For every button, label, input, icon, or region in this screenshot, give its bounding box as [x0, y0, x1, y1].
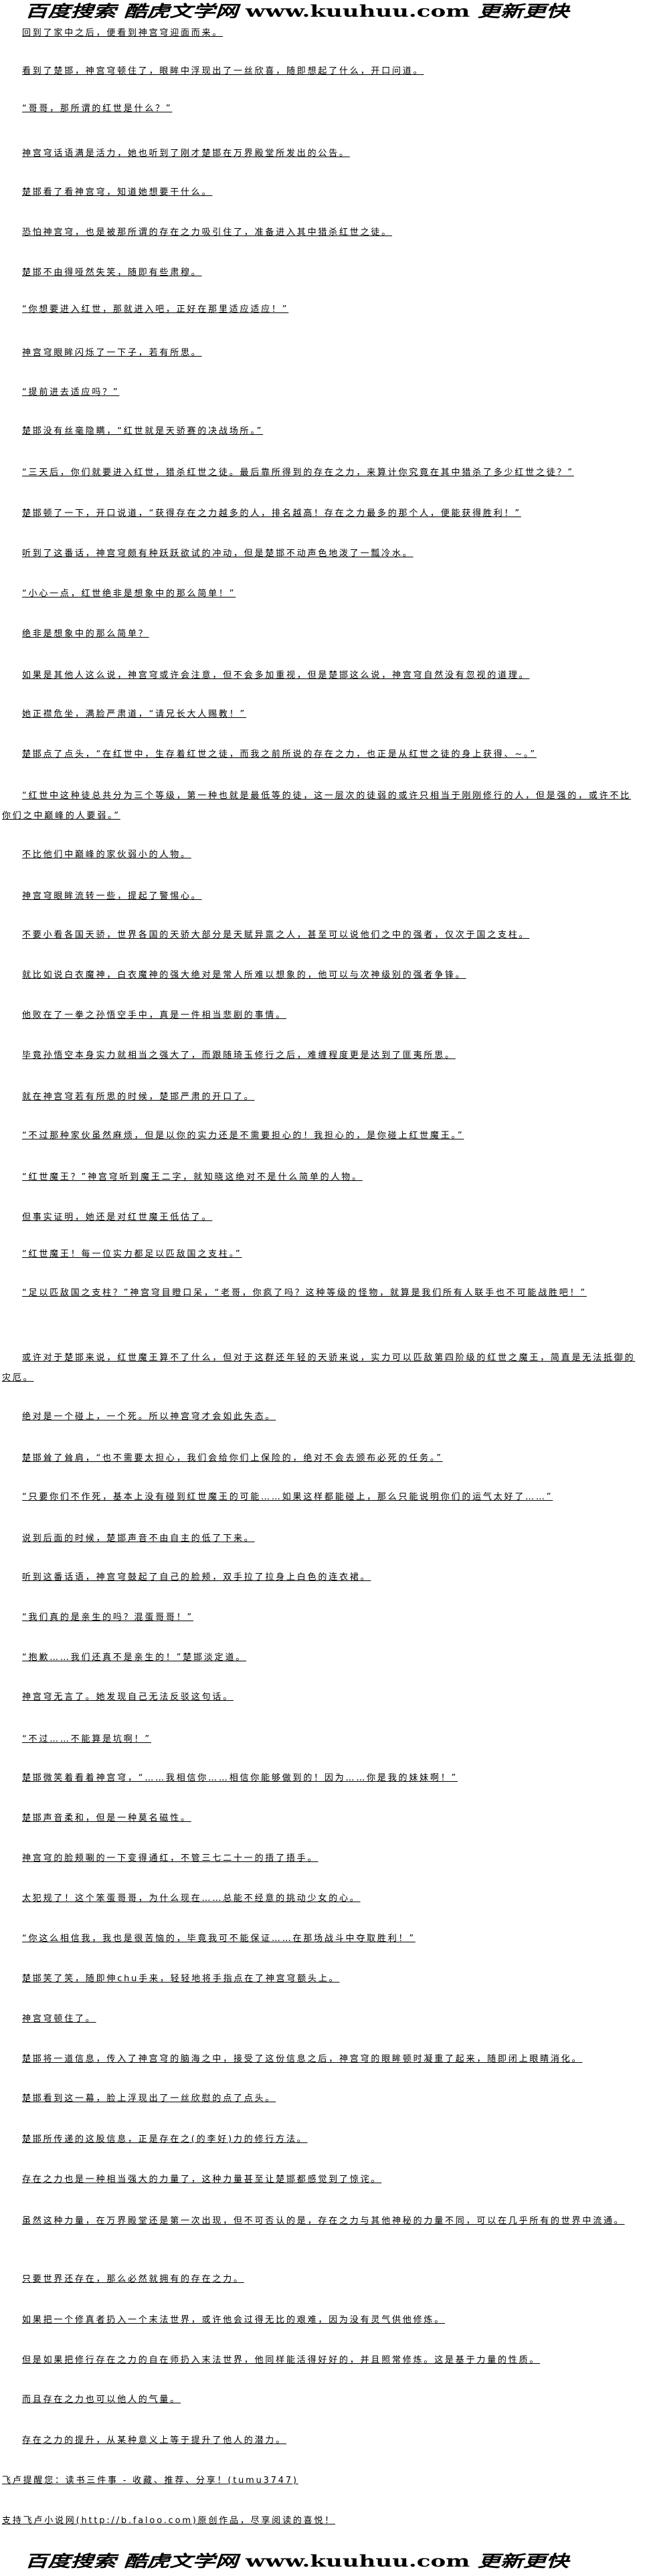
paragraph: “小心一点，红世绝非是想象中的那么简单！” — [22, 589, 236, 599]
banner-slogan: 更新更快 — [477, 1, 569, 21]
site-banner-top: 百度搜索 酷虎文学网 www.kuuhuu.com 更新更快 — [25, 1, 569, 21]
paragraph: “红世魔王？”神宫穹听到魔王二字，就知晓这绝对不是什么简单的人物。 — [22, 1172, 363, 1182]
paragraph: “哥哥，那所谓的红世是什么？” — [22, 104, 173, 114]
paragraph: 绝非是想象中的那么简单？ — [22, 629, 149, 639]
paragraph: 神宫穹无言了。她发现自己无法反驳这句话。 — [22, 1692, 234, 1702]
paragraph: 如果把一个修真者扔入一个末法世界，或许他会过得无比的艰难，因为没有灵气供他修炼。 — [22, 2315, 446, 2325]
paragraph: 听到这番话语，神宫穹鼓起了自己的脸颊，双手拉了拉身上白色的连衣裙。 — [22, 1572, 371, 1582]
paragraph: 楚邯笑了笑，随即伸chu手来，轻轻地将手指点在了神宫穹额头上。 — [22, 1974, 340, 1984]
paragraph: “不过……不能算是坑啊！” — [22, 1734, 151, 1744]
paragraph: 就在神宫穹若有所思的时候，楚邯严肃的开口了。 — [22, 1092, 255, 1102]
paragraph: 如果是其他人这么说，神宫穹或许会注意，但不会多加重视，但是楚邯这么说，神宫穹自然… — [22, 670, 530, 680]
paragraph: 神宫穹眼眸流转一些，提起了警惕心。 — [22, 891, 202, 901]
banner-url: www.kuuhuu.com — [245, 1, 470, 21]
paragraph: 神宫穹的脸颊唰的一下变得通红，不管三七二十一的捂了捂手。 — [22, 1853, 318, 1863]
banner-site-name: 百度搜索 酷虎文学网 — [25, 1, 238, 21]
paragraph: 存在之力也是一种相当强大的力量了，这种力量甚至让楚邯都感觉到了惊诧。 — [22, 2175, 382, 2185]
site-banner-bottom: 百度搜索 酷虎文学网 www.kuuhuu.com 更新更快 — [25, 2551, 569, 2571]
paragraph: “只要你们不作死，基本上没有碰到红世魔王的可能……如果这样都能碰上，那么只能说明… — [22, 1492, 553, 1502]
paragraph: “我们真的是亲生的吗？混蛋哥哥！” — [22, 1613, 194, 1623]
paragraph: “提前进去适应吗？” — [22, 387, 120, 397]
banner-site-name: 百度搜索 酷虎文学网 — [25, 2551, 238, 2571]
paragraph: 她正襟危坐，满脸严肃道，“请兄长大人赐教！” — [22, 709, 247, 719]
paragraph: 恐怕神宫穹，也是被那所谓的存在之力吸引住了，准备进入其中猎杀红世之徒。 — [22, 227, 393, 238]
paragraph: 楚邯顿了一下，开口说道，“获得存在之力越多的人，排名越高！存在之力最多的那个人，… — [22, 509, 521, 519]
banner-slogan: 更新更快 — [477, 2551, 569, 2571]
paragraph: 毕竟孙悟空本身实力就相当之强大了，而跟随琦玉修行之后，难缠程度更是达到了匪夷所思… — [22, 1050, 456, 1061]
paragraph: 楚邯看了看神宫穹，知道她想要干什么。 — [22, 187, 213, 197]
paragraph: “你想要进入红世，那就进入吧，正好在那里适应适应！” — [22, 304, 289, 314]
paragraph: 楚邯所传递的这股信息，正是存在之(的李好)力的修行方法。 — [22, 2134, 308, 2144]
paragraph: 神宫穹眼眸闪烁了一下子，若有所思。 — [22, 348, 202, 358]
paragraph: 他败在了一拳之孙悟空手中，真是一件相当悲剧的事情。 — [22, 1010, 287, 1020]
paragraph: 存在之力的提升，从某种意义上等于提升了他人的潜力。 — [22, 2435, 287, 2446]
paragraph: “三天后，你们就要进入红世，猎杀红世之徒。最后靠所得到的存在之力，来算计你究竟在… — [22, 468, 574, 478]
paragraph: 虽然这种力量，在万界殿堂还是第一次出现，但不可否认的是，存在之力与其他神秘的力量… — [22, 2216, 625, 2226]
paragraph: 楚邯微笑着看着神宫穹，“……我相信你……相信你能够做到的！因为……你是我的妹妹啊… — [22, 1773, 458, 1783]
paragraph: 神宫穹顿住了。 — [22, 2014, 96, 2024]
paragraph: “红世魔王！每一位实力都足以匹敌国之支柱。” — [22, 1249, 242, 1259]
paragraph: 听到了这番话，神宫穹颇有种跃跃欲试的冲动，但是楚邯不动声色地泼了一瓢冷水。 — [22, 549, 413, 559]
paragraph: 看到了楚邯，神宫穹顿住了，眼眸中浮现出了一丝欣喜，随即想起了什么，开口问道。 — [22, 66, 424, 76]
paragraph: 楚邯耸了耸肩，“也不需要太担心，我们会给你们上保险的，绝对不会去颁布必死的任务。… — [22, 1453, 443, 1463]
paragraph: 楚邯声音柔和，但是一种莫名磁性。 — [22, 1813, 191, 1823]
paragraph: 就比如说白衣魔神，白衣魔神的强大绝对是常人所难以想象的，他可以与次神级别的强者争… — [22, 970, 466, 980]
paragraph: “抱歉……我们还真不是亲生的！”楚邯淡定道。 — [22, 1653, 247, 1663]
paragraph: 楚邯不由得哑然失笑，随即有些肃穆。 — [22, 268, 202, 278]
paragraph: 楚邯看到这一幕，脸上浮现出了一丝欣慰的点了点头。 — [22, 2094, 276, 2104]
paragraph: 只要世界还存在，那么必然就拥有的存在之力。 — [22, 2274, 244, 2284]
paragraph: 而且存在之力也可以他人的气量。 — [22, 2395, 181, 2405]
footer-reminder: 飞卢提醒您：读书三件事 - 收藏、推荐、分享！(tumu3747) — [2, 2476, 298, 2486]
paragraph: “足以匹敌国之支柱？”神宫穹目瞪口呆，“老哥，你疯了吗？这种等级的怪物，就算是我… — [22, 1288, 587, 1298]
paragraph: “不过那种家伙虽然麻烦，但是以你的实力还是不需要担心的！我担心的，是你碰上红世魔… — [22, 1131, 464, 1141]
paragraph: 楚邯没有丝毫隐瞒，“红世就是天骄赛的决战场所。” — [22, 426, 264, 436]
paragraph: 不比他们中巅峰的家伙弱小的人物。 — [22, 850, 191, 860]
paragraph: “你这么相信我，我也是很苦恼的，毕竟我可不能保证……在那场战斗中夺取胜利！” — [22, 1934, 415, 1944]
paragraph: 楚邯点了点头，“在红世中，生存着红世之徒，而我之前所说的存在之力，也正是从红世之… — [22, 749, 537, 759]
paragraph: 回到了家中之后，便看到神宫穹迎面而来。 — [22, 28, 223, 38]
paragraph: 或许对于楚邯来说，红世魔王算不了什么，但对于这群还年轻的天骄来说，实力可以匹敌第… — [2, 1353, 636, 1383]
paragraph: 楚邯将一道信息，传入了神宫穹的脑海之中，接受了这份信息之后，神宫穹的眼眸顿时凝重… — [22, 2054, 583, 2064]
paragraph: 说到后面的时候，楚邯声音不由自主的低了下来。 — [22, 1534, 255, 1544]
paragraph: 但事实证明，她还是对红世魔王低估了。 — [22, 1212, 213, 1222]
paragraph: 不要小看各国天骄，世界各国的天骄大部分是天赋异禀之人，甚至可以说他们之中的强者，… — [22, 930, 530, 940]
paragraph: 太犯规了！这个笨蛋哥哥，为什么现在……总能不经意的挑动少女的心。 — [22, 1894, 361, 1904]
paragraph: 但是如果把修行存在之力的自在师扔入末法世界，他同样能活得好好的，并且照常修炼。这… — [22, 2355, 541, 2365]
paragraph: “红世中这种徒总共分为三个等级，第一种也就是最低等的徒，这一层次的徒弱的或许只相… — [2, 791, 632, 821]
paragraph: 绝对是一个碰上，一个死。所以神宫穹才会如此失态。 — [22, 1412, 276, 1422]
footer-support-link[interactable]: 支持飞卢小说网(http://b.faloo.com)原创作品，尽享阅读的喜悦！ — [2, 2516, 336, 2526]
paragraph: 神宫穹话语满是活力，她也听到了刚才楚邯在万界殿堂所发出的公告。 — [22, 149, 350, 159]
banner-url: www.kuuhuu.com — [245, 2551, 470, 2571]
